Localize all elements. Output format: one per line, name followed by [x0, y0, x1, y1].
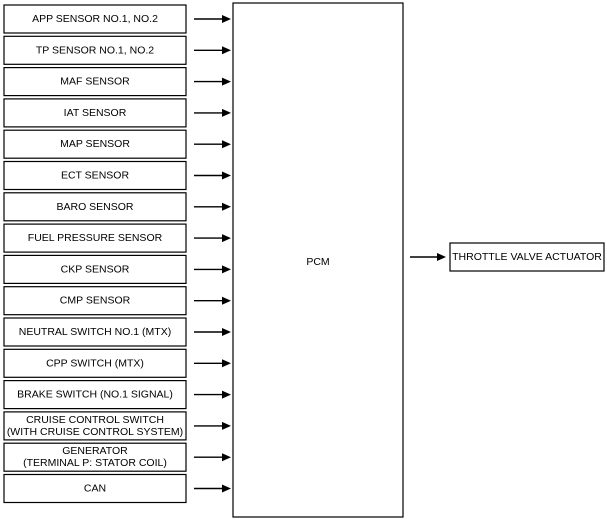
input-block: BRAKE SWITCH (NO.1 SIGNAL) — [3, 380, 187, 410]
input-block-label: FUEL PRESSURE SENSOR — [28, 232, 163, 244]
input-block-label: GENERATOR — [62, 445, 128, 457]
input-block: CMP SENSOR — [3, 286, 187, 316]
input-block: FUEL PRESSURE SENSOR — [3, 223, 187, 253]
input-block-label: BRAKE SWITCH (NO.1 SIGNAL) — [17, 389, 173, 401]
input-block-box — [3, 129, 187, 159]
output-block-box — [449, 242, 605, 272]
input-arrow — [194, 202, 231, 211]
arrow-head — [222, 359, 231, 368]
input-arrow — [194, 46, 231, 55]
input-blocks: APP SENSOR NO.1, NO.2 TP SENSOR NO.1, NO.… — [3, 4, 231, 504]
input-block: GENERATOR(TERMINAL P: STATOR COIL) — [3, 442, 187, 472]
input-block-box — [3, 442, 187, 472]
pcm-block: PCM — [232, 2, 404, 518]
input-block-box — [3, 192, 187, 222]
arrow-head — [222, 234, 231, 243]
input-arrow — [194, 453, 231, 462]
input-block: CRUISE CONTROL SWITCH(WITH CRUISE CONTRO… — [3, 411, 187, 441]
output-block-label: THROTTLE VALVE ACTUATOR — [452, 251, 602, 263]
input-arrow — [194, 15, 231, 23]
input-block-box — [3, 66, 187, 97]
arrow-head — [222, 15, 231, 23]
input-block-box — [3, 98, 187, 128]
input-block-label: APP SENSOR NO.1, NO.2 — [32, 13, 158, 25]
input-block: APP SENSOR NO.1, NO.2 — [3, 4, 187, 34]
arrow-head — [222, 108, 231, 117]
input-block-label: CAN — [84, 483, 106, 495]
arrow-head — [222, 265, 231, 274]
input-arrow — [194, 234, 231, 243]
arrow-head — [222, 328, 231, 336]
input-arrow — [194, 108, 231, 117]
arrow-head — [222, 484, 231, 493]
input-block-label: BARO SENSOR — [56, 201, 133, 213]
input-block-label: CKP SENSOR — [61, 263, 130, 275]
input-block-label: CPP SWITCH (MTX) — [46, 357, 144, 369]
input-block-box — [3, 380, 187, 410]
input-arrow — [194, 296, 231, 305]
pcm-label: PCM — [306, 256, 329, 268]
input-arrow — [194, 421, 231, 430]
arrow-head — [222, 202, 231, 211]
input-block-box — [3, 4, 187, 34]
input-block: CKP SENSOR — [3, 254, 187, 284]
input-block-label: IAT SENSOR — [64, 107, 127, 119]
input-block-label: CMP SENSOR — [60, 295, 131, 307]
output-blocks: THROTTLE VALVE ACTUATOR — [410, 242, 605, 272]
input-block-box — [3, 160, 187, 191]
pcm-box — [232, 2, 404, 518]
input-block-label: MAF SENSOR — [60, 76, 130, 88]
input-arrow — [194, 77, 231, 86]
input-block-box — [3, 348, 187, 378]
input-block-label: NEUTRAL SWITCH NO.1 (MTX) — [19, 326, 171, 338]
input-arrow — [194, 390, 231, 399]
arrow-head — [222, 421, 231, 430]
input-block: IAT SENSOR — [3, 98, 187, 128]
input-block-label: ECT SENSOR — [61, 170, 129, 182]
arrow-head — [437, 253, 446, 261]
arrow-head — [222, 453, 231, 462]
input-block-label: CRUISE CONTROL SWITCH — [26, 414, 164, 426]
input-block: MAP SENSOR — [3, 129, 187, 159]
input-block-box — [3, 286, 187, 316]
output-block: THROTTLE VALVE ACTUATOR — [449, 242, 605, 272]
arrow-head — [222, 46, 231, 55]
arrow-head — [222, 171, 231, 180]
arrow-head — [222, 77, 231, 86]
input-block: ECT SENSOR — [3, 160, 187, 191]
input-arrow — [194, 171, 231, 180]
input-block-box — [3, 35, 187, 65]
input-block-box — [3, 473, 187, 504]
input-arrow — [194, 265, 231, 274]
input-block-box — [3, 317, 187, 347]
input-block-label: (TERMINAL P: STATOR COIL) — [23, 457, 167, 469]
arrow-head — [222, 296, 231, 305]
arrow-head — [222, 140, 231, 149]
input-block: NEUTRAL SWITCH NO.1 (MTX) — [3, 317, 187, 347]
arrow-head — [222, 390, 231, 399]
input-block-label: (WITH CRUISE CONTROL SYSTEM) — [7, 426, 183, 438]
input-block-label: MAP SENSOR — [60, 138, 130, 150]
input-block-box — [3, 254, 187, 284]
input-arrow — [194, 140, 231, 149]
output-arrow — [410, 253, 446, 261]
input-block-box — [3, 223, 187, 253]
input-block: CAN — [3, 473, 187, 504]
input-arrow — [194, 484, 231, 493]
input-block: MAF SENSOR — [3, 66, 187, 97]
input-arrow — [194, 328, 231, 336]
input-block: BARO SENSOR — [3, 192, 187, 222]
input-block-label: TP SENSOR NO.1, NO.2 — [36, 44, 154, 56]
input-block: CPP SWITCH (MTX) — [3, 348, 187, 378]
input-block: TP SENSOR NO.1, NO.2 — [3, 35, 187, 65]
input-block-box — [3, 411, 187, 441]
input-arrow — [194, 359, 231, 368]
